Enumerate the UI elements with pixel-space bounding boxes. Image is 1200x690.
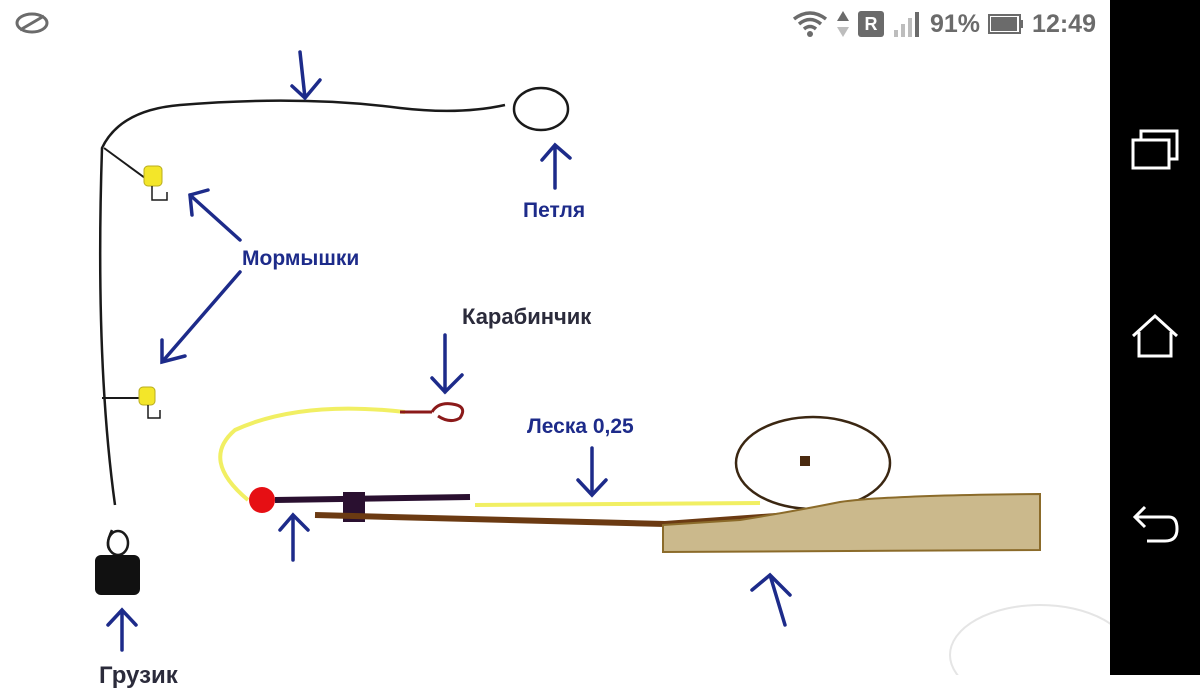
label-sinker: Грузик (99, 662, 178, 689)
label-line: Леска 0,25 (527, 415, 634, 438)
jig-upper (143, 165, 168, 201)
status-bar: R 91% 12:49 (0, 0, 1110, 48)
label-snap: Карабинчик (462, 304, 592, 329)
arrows (106, 50, 792, 652)
label-jigs: Мормышки (242, 247, 360, 270)
signal-icon (894, 12, 919, 37)
reel (734, 415, 892, 511)
battery-icon (988, 14, 1024, 34)
app-notification-icon (15, 12, 49, 34)
battery-percent: 91% (930, 9, 981, 38)
home-icon (1131, 313, 1179, 358)
yellow-line (218, 406, 761, 507)
clock: 12:49 (1032, 9, 1096, 38)
carabiner (400, 402, 465, 423)
back-icon (1132, 505, 1179, 543)
roaming-r-icon: R (858, 11, 884, 37)
recent-apps-button[interactable] (1125, 120, 1185, 180)
fishing-rig-diagram (95, 50, 1110, 675)
data-arrows-icon (837, 11, 849, 37)
recent-apps-icon (1131, 129, 1179, 170)
red-bead (249, 487, 275, 513)
wifi-icon (792, 11, 828, 37)
watermark-seal (949, 604, 1110, 675)
rod-handle (662, 492, 1041, 554)
status-icons: R 91% 12:49 (792, 0, 1096, 48)
loop-shape (512, 86, 570, 132)
rod-tip (274, 494, 471, 503)
home-button[interactable] (1125, 306, 1185, 366)
sinker (95, 529, 140, 595)
label-loop: Петля (523, 199, 586, 222)
jig-lower (138, 386, 161, 419)
main-line (98, 99, 506, 506)
navigation-bar (1110, 0, 1200, 675)
back-button[interactable] (1125, 494, 1185, 554)
